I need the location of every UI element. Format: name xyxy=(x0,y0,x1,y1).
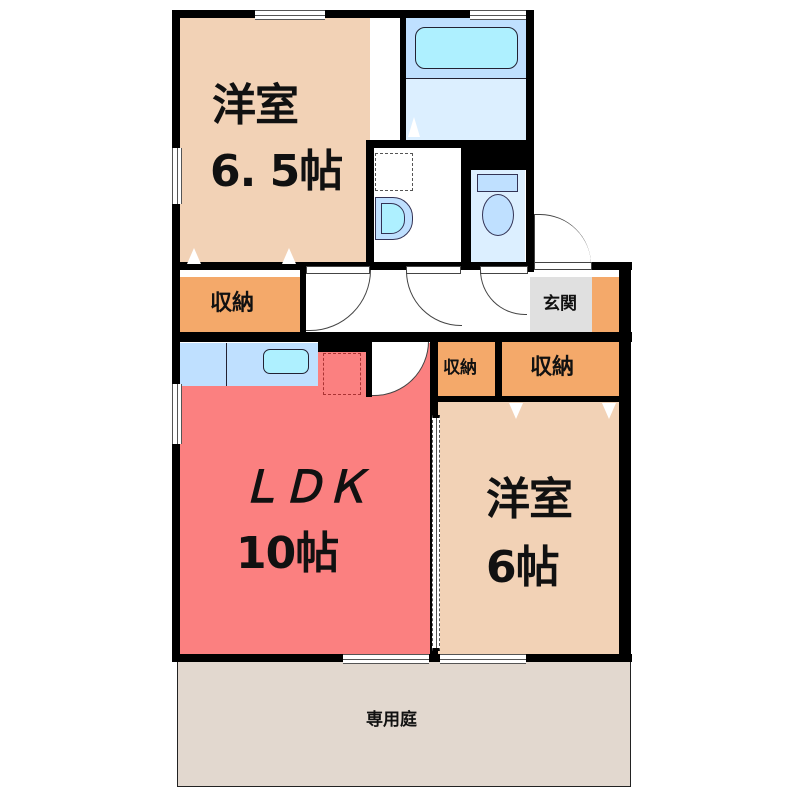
ldk-name: ＬＤＫ xyxy=(238,462,368,513)
bath-door-marker xyxy=(408,117,420,137)
wall-right-upper xyxy=(619,262,631,662)
toilet-tank xyxy=(477,174,518,192)
counter-divider xyxy=(226,343,227,386)
entrance-label: 玄関 xyxy=(543,294,577,314)
closet-door-marker xyxy=(509,403,523,419)
closet-door-marker xyxy=(602,403,616,419)
window-left-room1 xyxy=(172,148,182,204)
wall-top-right xyxy=(400,10,534,18)
garden-label: 専用庭 xyxy=(366,710,417,730)
storage-2 xyxy=(438,342,495,396)
storage-3 xyxy=(502,342,619,396)
wall-washroom-left xyxy=(366,140,374,270)
western-room-2 xyxy=(438,402,619,654)
wall-mid-row xyxy=(172,262,632,270)
window-left-ldk xyxy=(172,384,182,444)
shoe-storage xyxy=(592,277,619,332)
washbasin-bowl xyxy=(381,203,405,234)
ldk-room xyxy=(180,386,430,654)
window-bottom-ldk xyxy=(343,654,429,664)
wall-storage-divider xyxy=(495,342,502,398)
storage-1-label: 収納 xyxy=(210,291,255,316)
private-garden xyxy=(177,660,631,787)
sliding-door-room2[interactable] xyxy=(432,415,440,651)
western-room-1-size: 6. 5帖 xyxy=(210,146,343,197)
closet-door-marker xyxy=(282,248,296,264)
window-top-bath xyxy=(470,10,526,20)
window-top-room1 xyxy=(255,10,325,20)
western-room-2-name: 洋室 xyxy=(486,474,573,525)
storage-3-label: 収納 xyxy=(530,355,575,380)
refrigerator-space xyxy=(323,353,361,395)
window-bottom-room2 xyxy=(440,654,526,664)
storage-1 xyxy=(180,277,301,332)
entrance xyxy=(530,277,592,332)
wall-toilet-left xyxy=(461,148,471,270)
wall-fridge-right xyxy=(366,342,372,397)
entrance-door-swing xyxy=(534,214,591,265)
wall-kitchen-fridge xyxy=(318,342,372,352)
storage-2-label: 収納 xyxy=(443,358,477,378)
wall-storage1-right xyxy=(300,270,306,340)
wall-toilet-top xyxy=(461,148,531,170)
closet-door-marker xyxy=(187,248,201,264)
western-room-2-size: 6帖 xyxy=(486,542,560,593)
western-room-1-name: 洋室 xyxy=(212,80,299,131)
toilet-bowl xyxy=(482,194,514,236)
western-room-1 xyxy=(180,18,370,270)
kitchen-sink xyxy=(263,349,309,374)
wall-storage-bottom xyxy=(438,396,619,402)
wall-bath-left xyxy=(400,10,406,140)
ldk-size: 10帖 xyxy=(236,528,339,579)
wall-washroom-top xyxy=(366,140,534,148)
bathtub xyxy=(415,27,518,69)
wall-lower-row xyxy=(172,332,632,342)
washing-machine-space xyxy=(375,153,413,191)
